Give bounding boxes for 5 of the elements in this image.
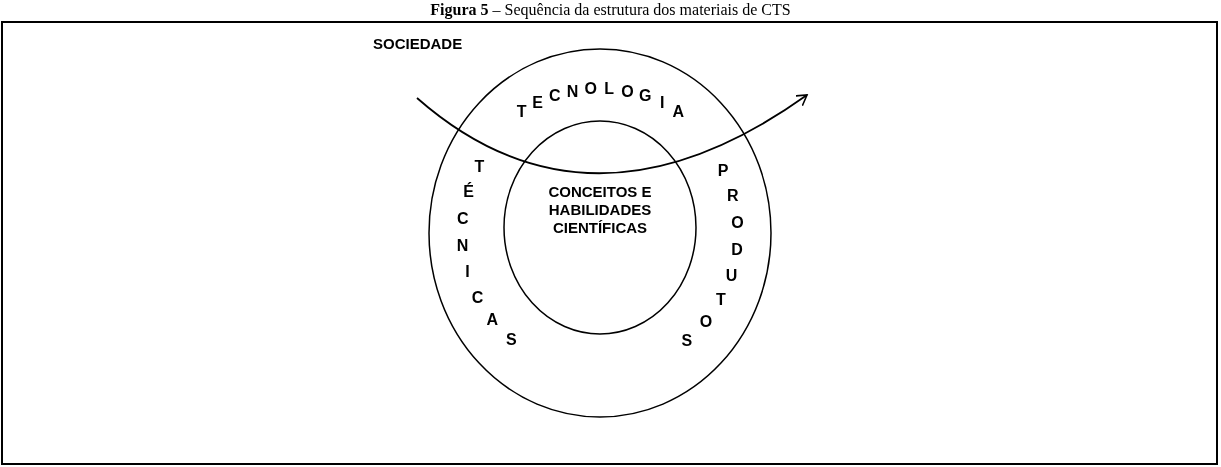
side-label: SOCIEDADE — [373, 35, 463, 52]
curved-label: PRODUTOS — [681, 162, 744, 350]
figure-title: Figura 5 – Sequência da estrutura dos materiais de CTS — [429, 0, 792, 19]
circle-label: CONCEITOS E HABILIDADES CIENTÍFICAS — [547, 183, 653, 237]
curved-label: TÉCNICAS — [456, 158, 517, 348]
